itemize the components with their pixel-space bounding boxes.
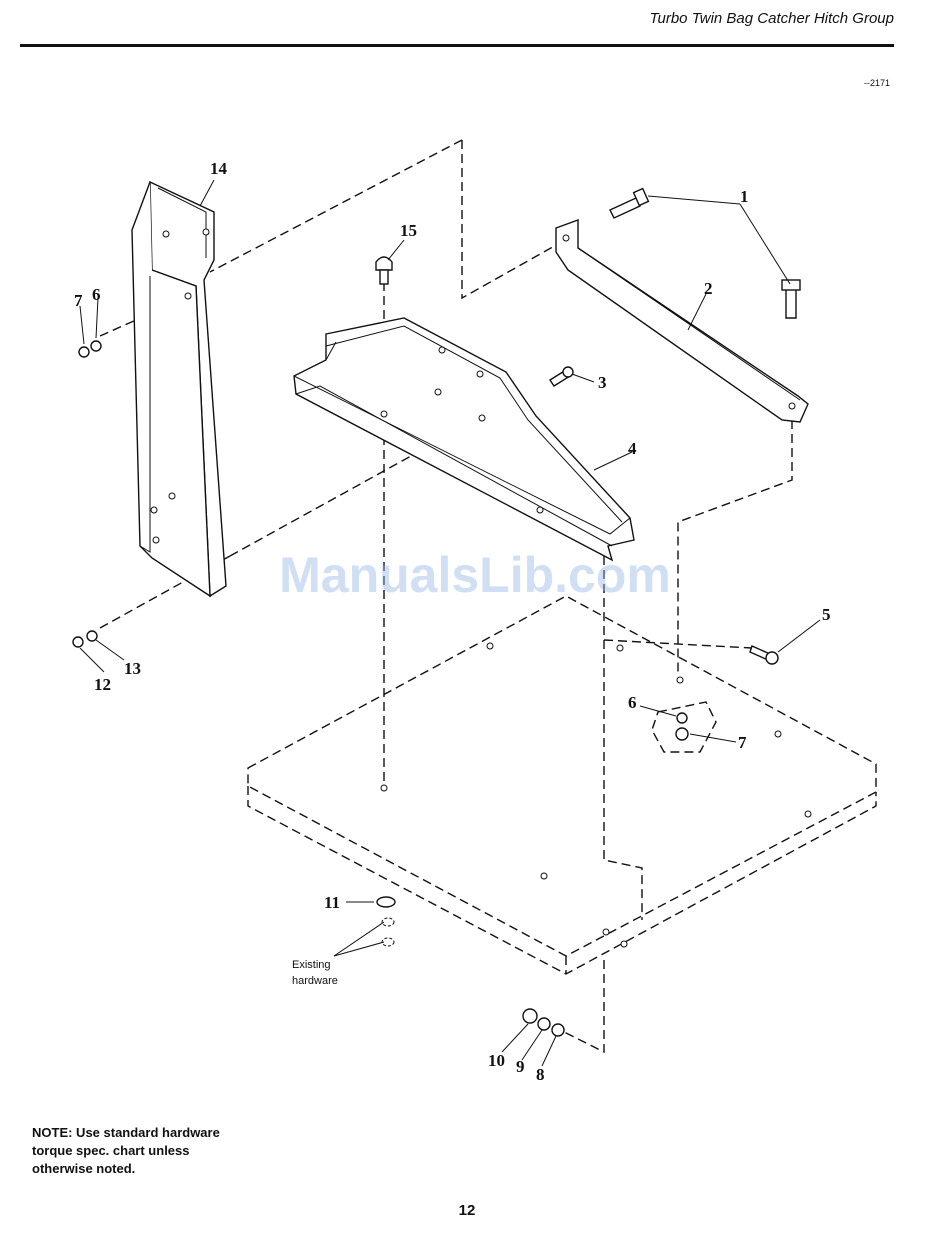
part-4-hitch-bracket xyxy=(294,318,634,560)
callout-7-plate: 7 xyxy=(738,733,747,752)
note-line-1: NOTE: Use standard hardware xyxy=(32,1124,272,1142)
callout-9: 9 xyxy=(516,1057,525,1076)
deck-plate xyxy=(248,596,876,974)
callout-6-left: 6 xyxy=(92,285,101,304)
callout-2: 2 xyxy=(704,279,713,298)
page-number: 12 xyxy=(0,1202,934,1219)
callout-10: 10 xyxy=(488,1051,505,1070)
callout-13: 13 xyxy=(124,659,141,678)
callout-4: 4 xyxy=(628,439,637,458)
part-14-vertical-bracket xyxy=(132,182,226,596)
callout-5: 5 xyxy=(822,605,831,624)
callout-6-plate: 6 xyxy=(628,693,637,712)
callout-3: 3 xyxy=(598,373,607,392)
callout-15: 15 xyxy=(400,221,417,240)
callout-11: 11 xyxy=(324,893,340,912)
callout-8: 8 xyxy=(536,1065,545,1084)
part-2-drawbar xyxy=(556,220,808,422)
callout-14: 14 xyxy=(210,159,228,178)
callout-1: 1 xyxy=(740,187,749,206)
note-line-2: torque spec. chart unless xyxy=(32,1142,272,1160)
note-line-3: otherwise noted. xyxy=(32,1160,272,1178)
hardware-note: NOTE: Use standard hardware torque spec.… xyxy=(32,1124,272,1178)
existing-hardware-label-line1: Existing xyxy=(292,959,331,971)
callout-7-left: 7 xyxy=(74,291,83,310)
existing-hardware-label-line2: hardware xyxy=(292,975,338,987)
callout-12: 12 xyxy=(94,675,111,694)
watermark: ManualsLib.com xyxy=(0,546,950,604)
